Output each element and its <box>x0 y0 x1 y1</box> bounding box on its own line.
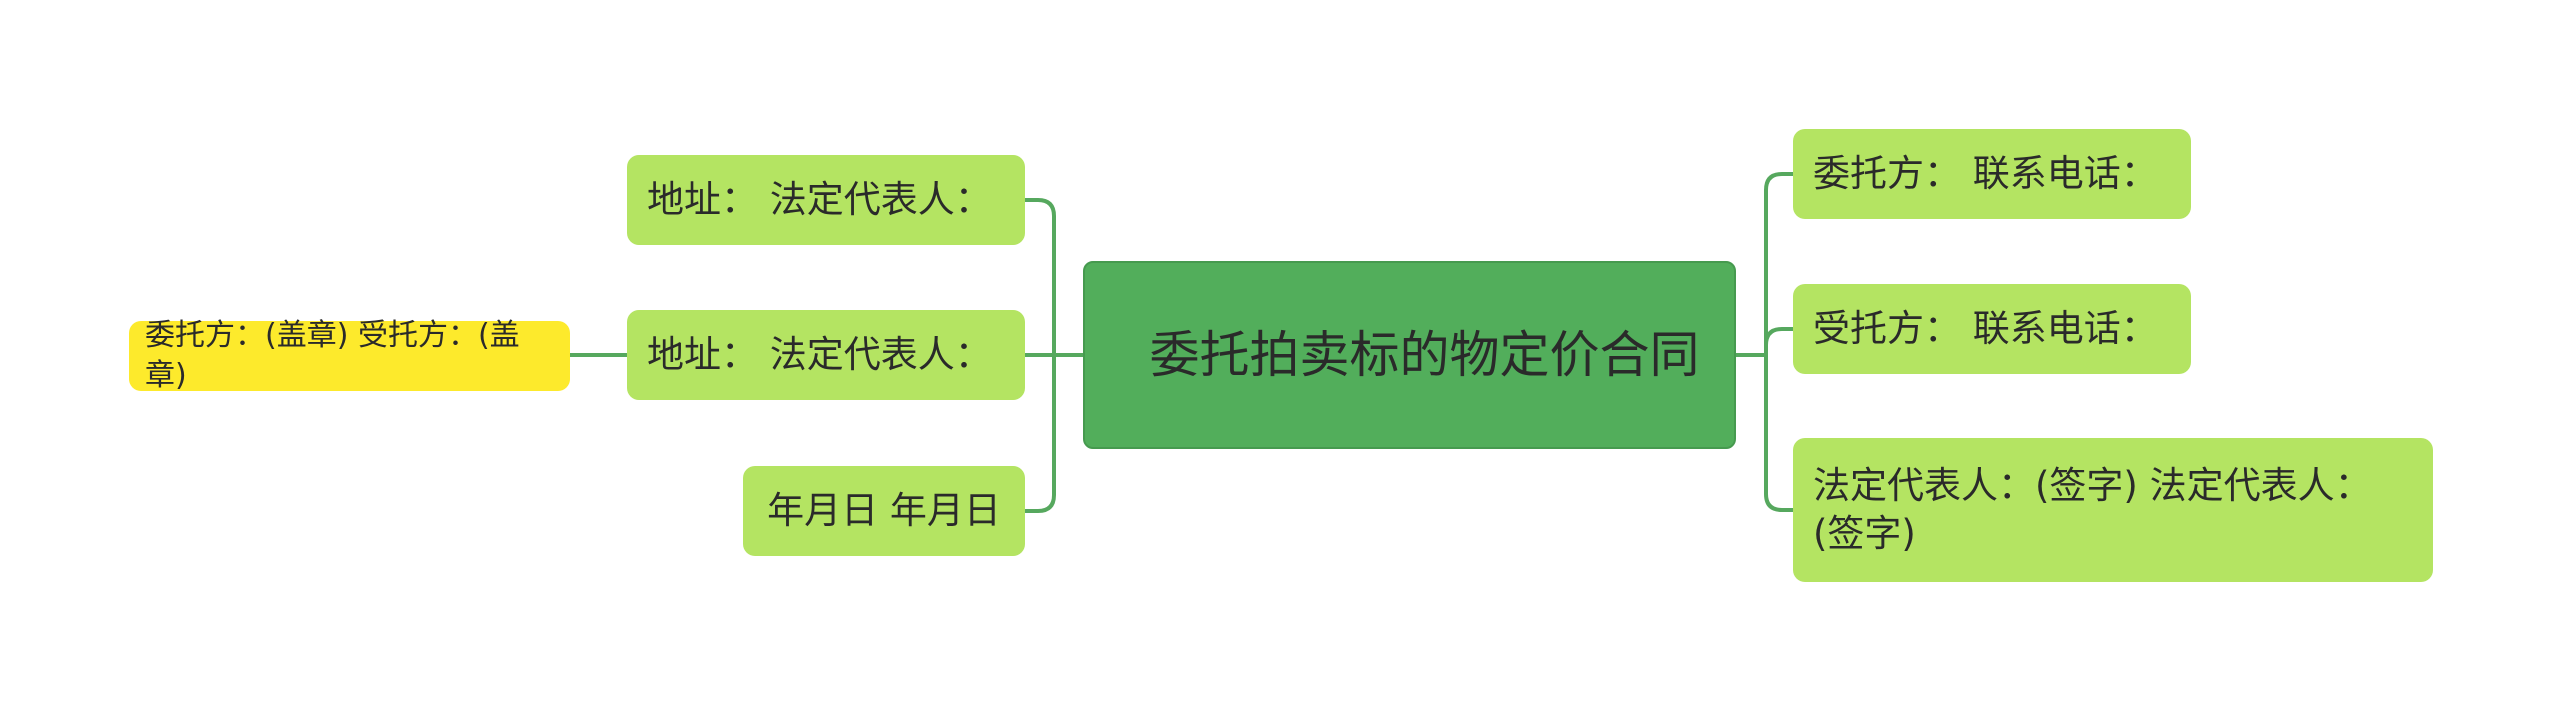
subtopic-label: 委托方：(盖章) 受托方：(盖章) <box>145 318 520 393</box>
root-topic[interactable]: 委托拍卖标的物定价合同 <box>1083 261 1736 449</box>
connector-left-3 <box>1023 353 1056 513</box>
topic-label: 地址： 法定代表人： <box>647 178 992 221</box>
topic-label: 年月日 年月日 <box>767 489 1001 532</box>
topic-address-legal-rep-1[interactable]: 地址： 法定代表人： <box>627 155 1025 245</box>
topic-label: 委托方： 联系电话： <box>1813 152 2158 195</box>
topic-client-phone[interactable]: 委托方： 联系电话： <box>1793 129 2191 219</box>
connector-left-1 <box>1023 198 1056 357</box>
topic-legal-rep-signatures[interactable]: 法定代表人：(签字) 法定代表人：(签字) <box>1793 438 2433 582</box>
topic-label: 受托方： 联系电话： <box>1813 307 2158 350</box>
topic-address-legal-rep-2[interactable]: 地址： 法定代表人： <box>627 310 1025 400</box>
connector-right-2 <box>1764 327 1795 357</box>
subtopic-seals[interactable]: 委托方：(盖章) 受托方：(盖章) <box>129 318 570 393</box>
root-topic-label: 委托拍卖标的物定价合同 <box>1149 326 1700 384</box>
topic-label: 地址： 法定代表人： <box>647 333 992 376</box>
connector-right-3 <box>1764 353 1795 512</box>
connector-right-1 <box>1764 172 1795 357</box>
topic-trustee-phone[interactable]: 受托方： 联系电话： <box>1793 284 2191 374</box>
topic-dates[interactable]: 年月日 年月日 <box>743 466 1025 556</box>
topic-label: 法定代表人：(签字) 法定代表人：(签字) <box>1813 464 2372 555</box>
